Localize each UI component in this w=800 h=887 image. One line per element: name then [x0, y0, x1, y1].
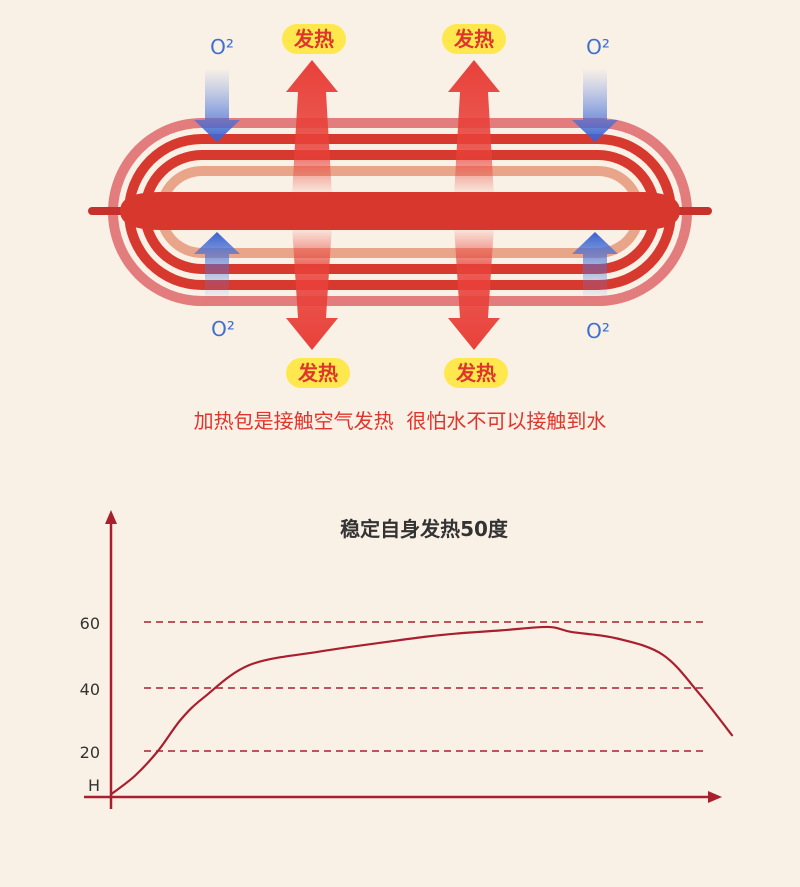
svg-text:发热: 发热	[293, 27, 334, 51]
heat-label-top-right: 发热	[442, 24, 506, 54]
o2-label-top-left: O²	[210, 35, 234, 59]
chart-series	[110, 625, 734, 795]
o2-label-bottom-right: O²	[586, 319, 610, 343]
heat-arrow-down-right	[448, 226, 500, 350]
o2-label-top-right: O²	[586, 35, 610, 59]
o2-arrow-down-left	[194, 68, 240, 142]
o2-arrow-up-right	[572, 232, 618, 300]
svg-text:发热: 发热	[453, 27, 494, 51]
series-line	[110, 625, 734, 795]
diagram-caption: 加热包是接触空气发热 很怕水不可以接触到水	[194, 409, 607, 433]
svg-text:发热: 发热	[455, 361, 496, 385]
y-tick-label: 60	[80, 614, 100, 633]
heat-label-top-left: 发热	[282, 24, 346, 54]
chart-grid	[144, 621, 708, 752]
chart-title: 稳定自身发热50度	[340, 517, 509, 541]
heat-curve-chart: H 20 40 60 稳定自身发热50度	[80, 510, 734, 809]
heat-arrow-up-right	[448, 60, 500, 196]
y-tick-label: H	[88, 776, 100, 795]
heating-pack-diagram: 发热 发热 发热 发热 O² O² O² O² 加热包是接触空气发热 很怕水不可…	[88, 24, 712, 433]
svg-text:发热: 发热	[297, 361, 338, 385]
chart-ticks: H 20 40 60	[80, 614, 100, 795]
chart-axes	[84, 510, 722, 809]
heat-label-bottom-left: 发热	[286, 358, 350, 388]
heat-arrow-down-left	[286, 226, 338, 350]
heat-label-bottom-right: 发热	[444, 358, 508, 388]
o2-arrow-down-right	[572, 68, 618, 142]
y-tick-label: 20	[80, 743, 100, 762]
o2-arrow-up-left	[194, 232, 240, 300]
heater-rod	[88, 192, 712, 230]
heat-arrow-up-left	[286, 60, 338, 196]
o2-label-bottom-left: O²	[211, 317, 235, 341]
x-axis-arrowhead	[708, 791, 722, 803]
y-axis-arrowhead	[105, 510, 117, 524]
y-tick-label: 40	[80, 680, 100, 699]
